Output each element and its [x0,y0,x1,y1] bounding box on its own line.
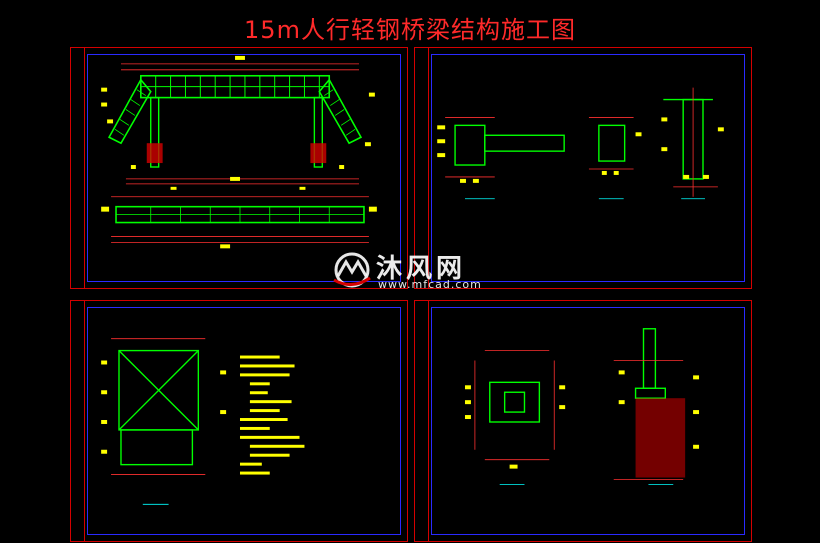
bridge-elevation-drawing [101,55,377,249]
sheet-side-strip [415,48,429,288]
mfcad-logo-icon [333,252,371,288]
sheet-inner-frame [431,307,745,535]
stair-notes-drawing [101,338,305,505]
sheet-side-strip [415,301,429,541]
sheet-inner-frame [431,54,745,282]
sheet-section-details[interactable] [414,47,752,289]
sheet-inner-frame [87,307,401,535]
drawing-title: 15m人行轻钢桥梁结构施工图 [244,16,576,44]
watermark-text: 沐风网 [376,254,467,284]
sheet-side-strip [71,301,85,541]
sheet-bridge-elevation[interactable] [70,47,408,289]
watermark-url: www.mfcad.com [378,278,482,291]
base-plate-drawing [464,328,700,485]
sheet-stair-notes[interactable] [70,300,408,542]
sheet-base-plate[interactable] [414,300,752,542]
section-details-drawing [437,87,724,200]
sheet-inner-frame [87,54,401,282]
sheet-side-strip [71,48,85,288]
watermark: 沐风网 www.mfcad.com [330,248,500,292]
